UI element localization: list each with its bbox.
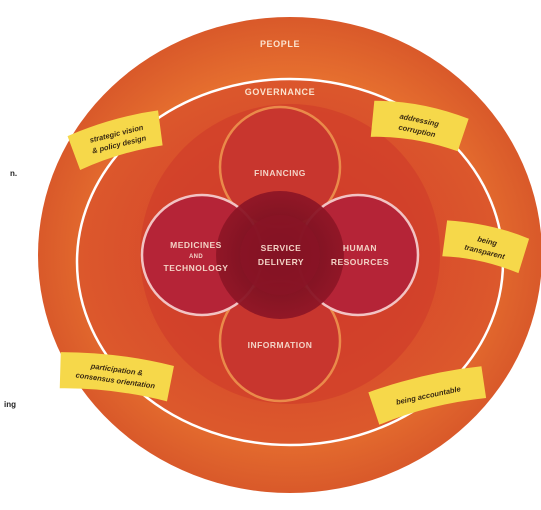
banner-strategic-vision: strategic vision & policy design	[67, 110, 163, 171]
and-label: AND	[189, 254, 203, 260]
core-highlight	[240, 215, 320, 295]
delivery-label: DELIVERY	[258, 257, 304, 267]
service-label: SERVICE	[261, 243, 302, 253]
information-label: INFORMATION	[248, 340, 313, 350]
resources-label: RESOURCES	[331, 257, 389, 267]
banner-being-accountable: being accountable	[368, 366, 487, 425]
people-label: PEOPLE	[260, 39, 300, 49]
governance-label: GOVERNANCE	[245, 87, 316, 97]
technology-label: TECHNOLOGY	[164, 263, 229, 273]
banner-participation: participation & consensus orientation	[59, 352, 174, 402]
banner-addressing-corruption: addressing corruption	[370, 100, 469, 152]
banner-being-transparent: being transparent	[442, 220, 530, 274]
cropped-text-lower: ing	[4, 400, 16, 409]
medicines-label: MEDICINES	[170, 240, 222, 250]
human-label: HUMAN	[343, 243, 377, 253]
financing-label: FINANCING	[254, 168, 306, 178]
cropped-text-upper: n.	[10, 169, 17, 178]
